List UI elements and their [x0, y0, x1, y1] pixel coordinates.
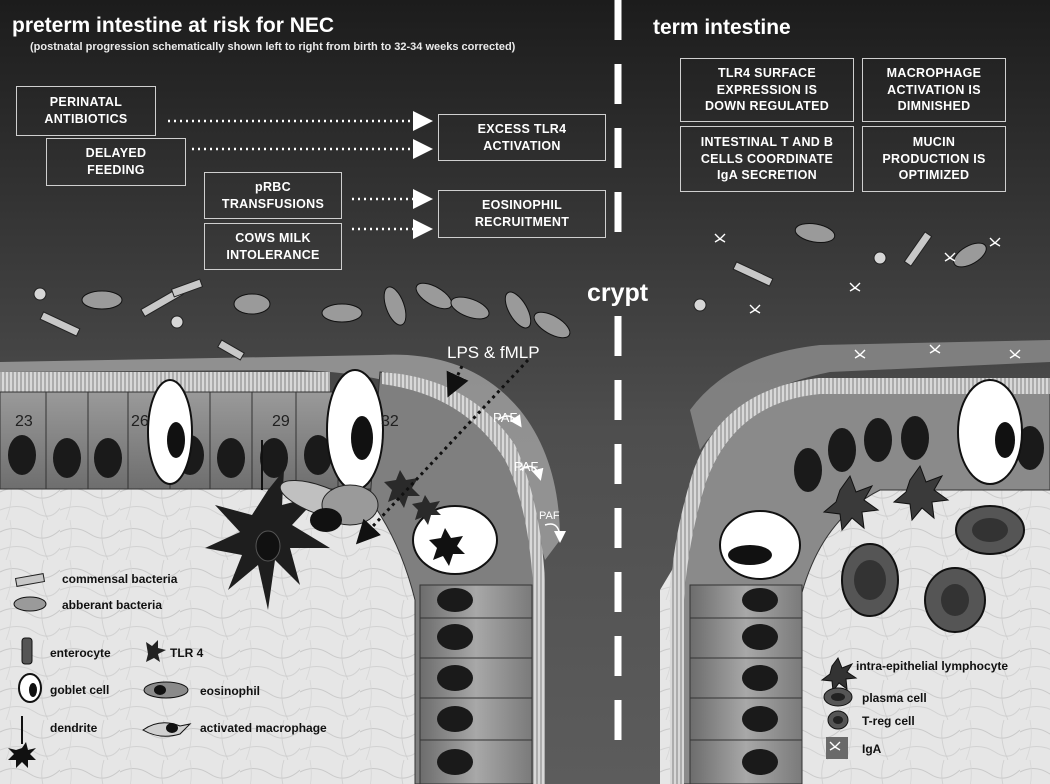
legend-tlr4: TLR 4	[170, 646, 204, 660]
legend-commensal-bacteria: commensal bacteria	[62, 572, 178, 586]
box-macrophage-activation: MACROPHAGE ACTIVATION IS DIMNISHED	[862, 58, 1006, 122]
box-t-b-cells-iga: INTESTINAL T AND B CELLS COORDINATE IgA …	[680, 126, 854, 192]
box-cows-milk-intolerance: COWS MILK INTOLERANCE	[204, 223, 342, 270]
legend-eosinophil: eosinophil	[200, 684, 260, 698]
week-label-26: 26	[131, 413, 149, 430]
legend-enterocyte: enterocyte	[50, 646, 111, 660]
legend-iga: IgA	[862, 742, 882, 756]
paf-label-3: PAF	[539, 510, 560, 522]
box-delayed-feeding: DELAYED FEEDING	[46, 138, 186, 186]
box-eosinophil-recruitment: EOSINOPHIL RECRUITMENT	[438, 190, 606, 238]
legend-goblet-cell: goblet cell	[50, 683, 110, 697]
box-mucin-production: MUCIN PRODUCTION IS OPTIMIZED	[862, 126, 1006, 192]
week-label-29: 29	[272, 413, 290, 430]
legend-abberant-bacteria: abberant bacteria	[62, 598, 163, 612]
lps-fmlp-label: LPS & fMLP	[447, 343, 540, 362]
box-tlr4-down-regulated: TLR4 SURFACE EXPRESSION IS DOWN REGULATE…	[680, 58, 854, 122]
legend-intra-epithelial-lymphocyte: intra-epithelial lymphocyte	[856, 659, 1009, 673]
week-label-32: 32	[381, 413, 399, 430]
legend-dendrite: dendrite	[50, 721, 98, 735]
crypt-label: crypt	[587, 279, 649, 307]
legend-plasma-cell: plasma cell	[862, 691, 927, 705]
legend-activated-macrophage: activated macrophage	[200, 721, 327, 735]
box-prbc-transfusions: pRBC TRANSFUSIONS	[204, 172, 342, 219]
box-perinatal-antibiotics: PERINATAL ANTIBIOTICS	[16, 86, 156, 136]
box-excess-tlr4-activation: EXCESS TLR4 ACTIVATION	[438, 114, 606, 161]
left-title: preterm intestine at risk for NEC	[12, 14, 335, 37]
legend-t-reg-cell: T-reg cell	[862, 714, 915, 728]
week-label-23: 23	[15, 413, 33, 430]
right-title: term intestine	[653, 16, 791, 39]
paf-label-2: PAF	[514, 459, 539, 474]
paf-label-1: PAF	[493, 410, 518, 425]
left-subtitle: (postnatal progression schematically sho…	[30, 41, 516, 53]
